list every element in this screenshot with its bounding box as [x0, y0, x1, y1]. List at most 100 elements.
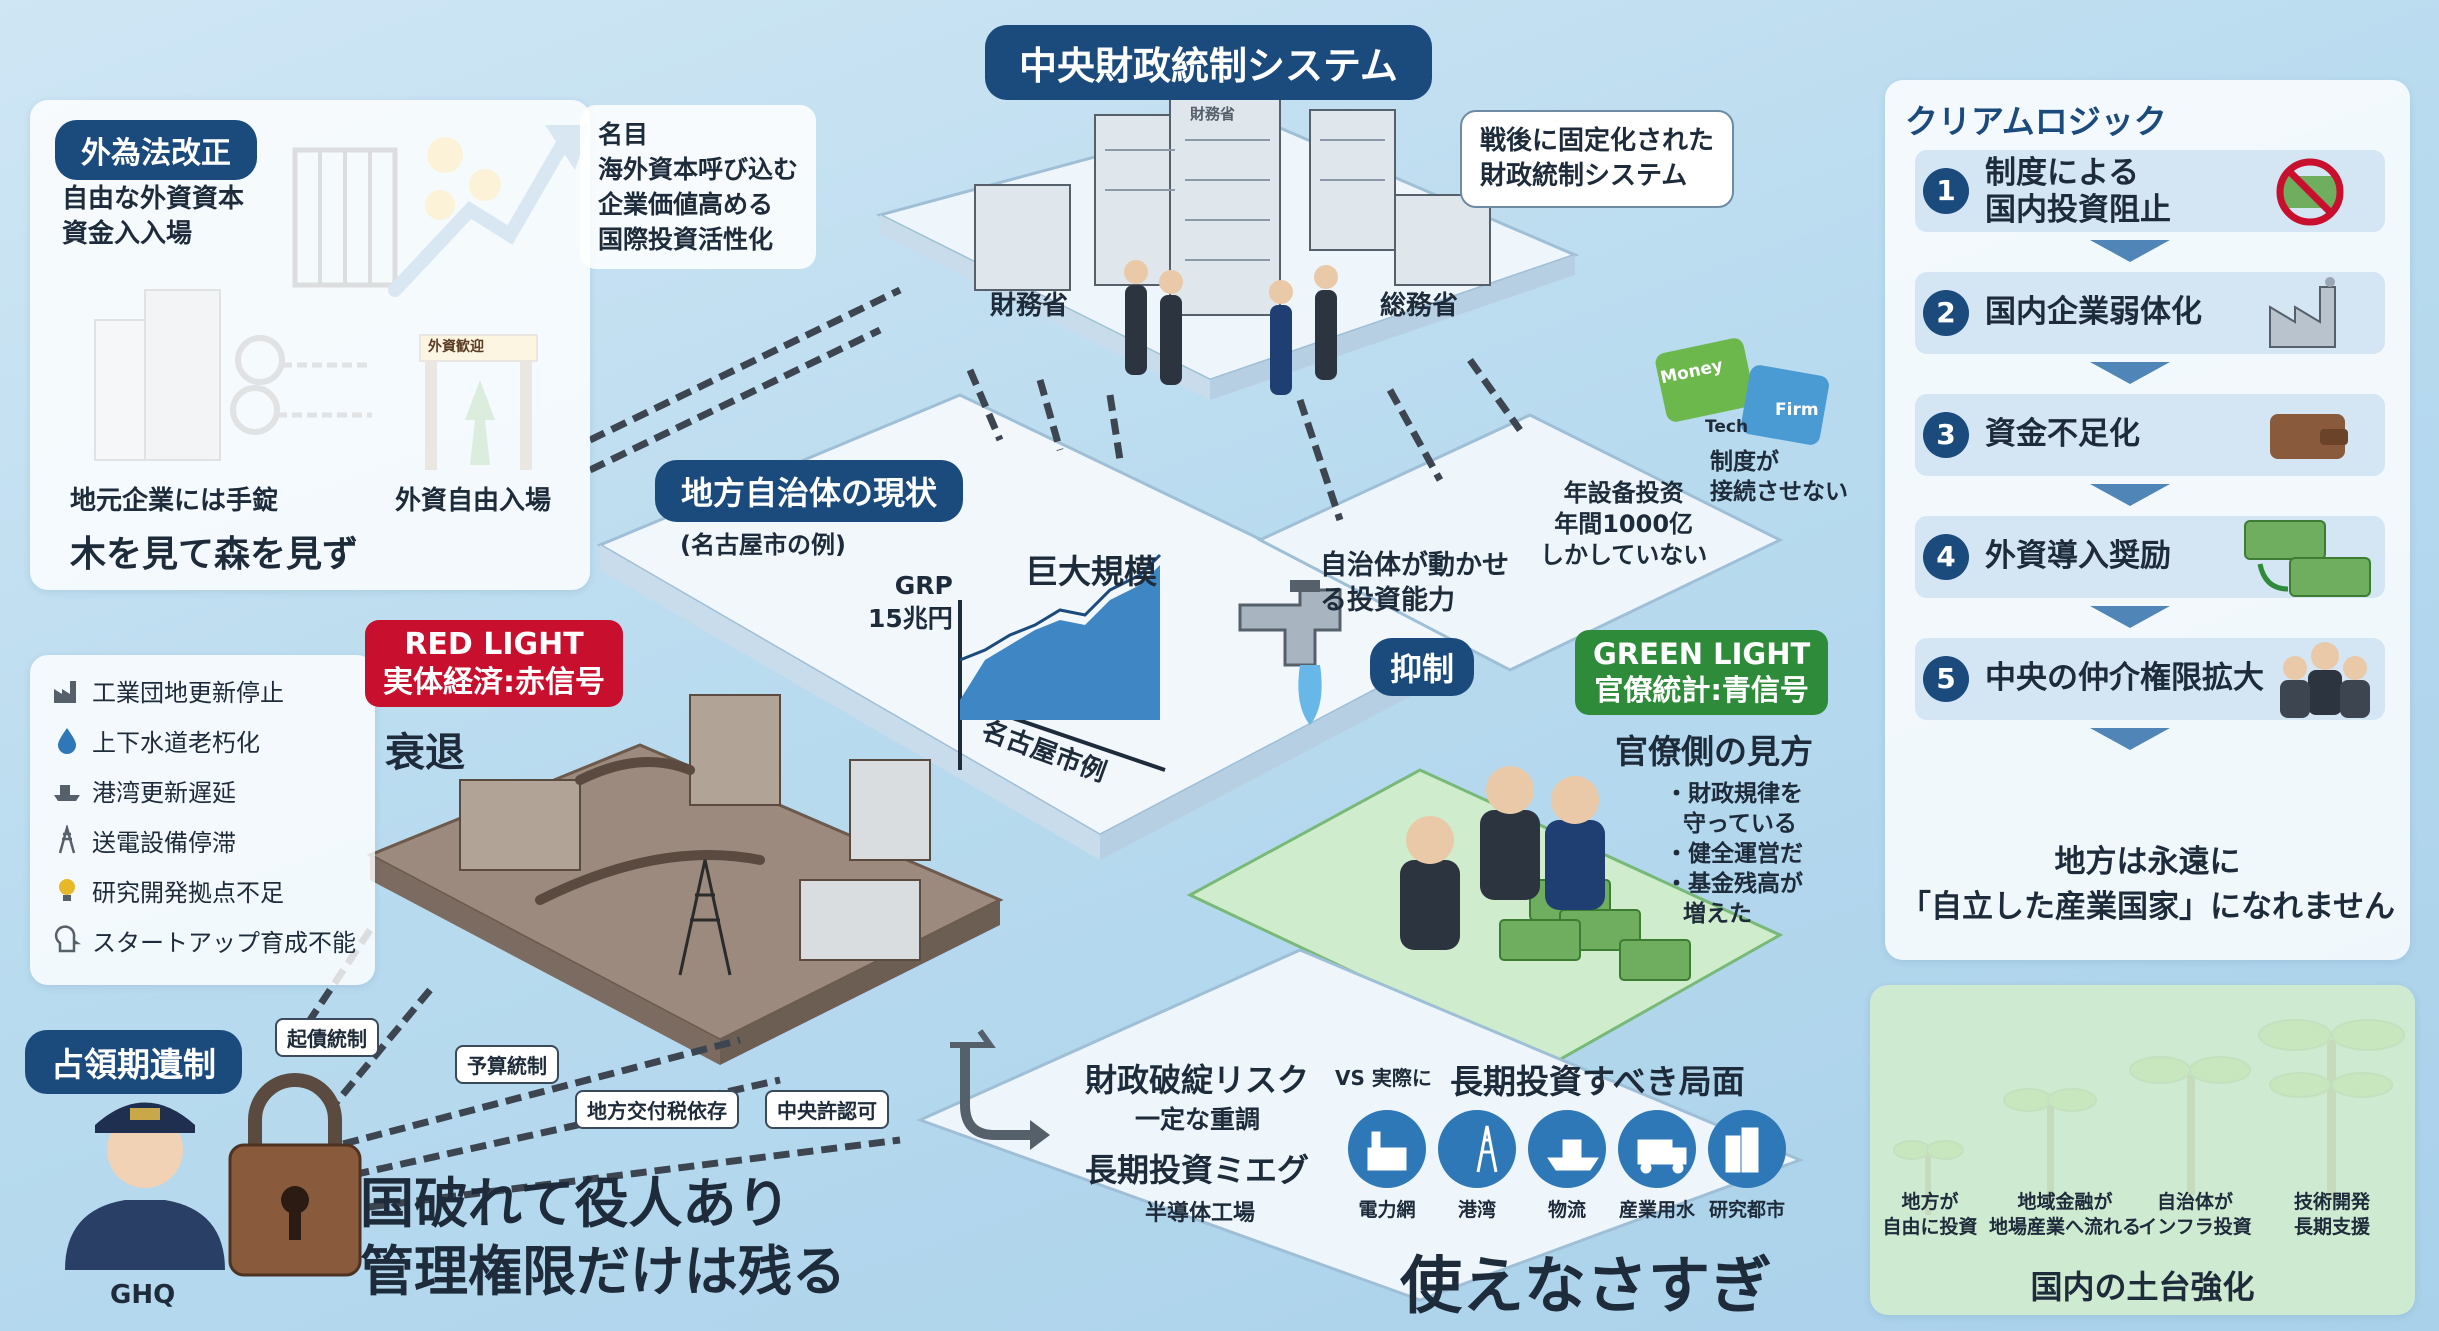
step-number: 5 [1923, 656, 1969, 702]
green-officials [1400, 766, 1605, 950]
point-line: 守っている [1683, 810, 1797, 837]
phase-label: 長期投資すべき局面 [1450, 1062, 1745, 1101]
gate-sign: 外資歓迎 [428, 339, 484, 355]
padlock-graphic [228, 1073, 362, 1277]
issue-item: 上下水道老朽化 [52, 720, 260, 760]
clear-logic-title: クリアムロジック [1905, 102, 2167, 141]
puzzle-graphic [1655, 338, 1829, 445]
bureaucrat-points: ・財政規律を 守っている ・健全運営だ ・基金残高が 増えた [1665, 780, 1803, 929]
issues-panel [30, 655, 375, 985]
step-line: 外資導入奨励 [1985, 538, 2171, 574]
grp-line: 15兆円 [868, 603, 953, 633]
point-line: ・基金残高が [1665, 870, 1803, 897]
forex-tag: 外為法改正 [55, 120, 257, 180]
scale-label: 巨大規模 [1025, 552, 1157, 591]
factory-icon [2269, 277, 2336, 348]
vs-label: VS 実際に [1335, 1066, 1432, 1090]
ghq-officer [65, 1102, 225, 1270]
forex-panel [30, 100, 590, 590]
semi-label: 半導体工場 [1145, 1201, 1256, 1226]
plant-line: 地方が [1901, 1191, 1959, 1213]
central-bubble: 戦後に固定化された 財政統制システム [1460, 110, 1735, 209]
conclusion-line: 「自立した産業国家」になれません [1899, 888, 2396, 925]
issue-text: 上下水道老朽化 [92, 728, 260, 757]
local-gov-tag: 地方自治体の現状 [655, 460, 964, 522]
step-line: 制度による [1985, 155, 2140, 191]
point-line: 増えた [1683, 900, 1752, 927]
plant-label: 自治体が インフラ投資 [2125, 1190, 2265, 1239]
issue-item: スタートアップ育成不能 [52, 920, 356, 960]
red-light-title: RED LIGHT [404, 627, 584, 662]
bureaucrat-view-title: 官僚側の見方 [1615, 732, 1813, 771]
step-number: 4 [1923, 534, 1969, 580]
plant-label: 地方が 自由に投資 [1860, 1190, 2000, 1239]
capacity-line: 自治体が動かせ [1320, 550, 1509, 581]
step-number: 1 [1923, 168, 1969, 214]
ministry-left-label: 財務省 [990, 291, 1069, 321]
conclusion-line: 地方は永遠に [2054, 844, 2241, 880]
chain-label: 予算統制 [455, 1045, 559, 1084]
issue-text: 工業団地更新停止 [92, 678, 284, 707]
forex-desc-line: 資金入入場 [62, 219, 193, 250]
risk-label: 財政破綻リスク [1085, 1061, 1310, 1099]
step-text: 資金不足化 [1985, 416, 2140, 453]
issue-text: 送電設備停滞 [92, 828, 236, 857]
chain-label: 起債統制 [275, 1018, 379, 1057]
issue-item: 工業団地更新停止 [52, 670, 284, 710]
logic-arrow [2090, 728, 2170, 750]
red-light-box: RED LIGHT 実体経済:赤信号 [365, 620, 623, 707]
issue-item: 港湾更新遅延 [52, 770, 236, 810]
point-line: ・健全運営だ [1665, 840, 1803, 867]
logic-arrow [2090, 362, 2170, 384]
missing-label: 長期投資ミエグ [1085, 1151, 1310, 1189]
capacity-line: る投資能力 [1320, 585, 1455, 617]
foundation-panel [1870, 985, 2415, 1315]
brain-icon [54, 925, 82, 953]
foundation-title: 国内の土台強化 [2030, 1268, 2255, 1306]
plant-line: 地域金融が [2017, 1191, 2113, 1213]
power-tower-icon [58, 825, 76, 854]
point-line: ・財政規律を [1665, 781, 1803, 807]
logic-conclusion: 地方は永遠に 「自立した産業国家」になれません [1895, 840, 2400, 930]
forex-purpose-line: 名目 [598, 120, 649, 149]
system-note: 制度が 接続させない [1710, 448, 1848, 508]
system-note-line: 制度が [1710, 449, 1779, 475]
forex-desc-line: 自由な外資資本 [62, 184, 245, 214]
grp-label: GRP 15兆円 [868, 570, 953, 635]
suppress-tag: 抑制 [1370, 638, 1475, 696]
infra-label: 電力網 [1358, 1199, 1416, 1221]
slogan-line: 管理権限だけは残る [360, 1239, 846, 1303]
logic-arrow [2090, 484, 2170, 506]
logic-step-1: 1 制度による 国内投資阻止 [1915, 150, 2385, 232]
investment-line: しかしていない [1540, 541, 1708, 570]
investment-line: 年間1000亿 [1554, 510, 1694, 539]
step-text: 中央の仲介権限拡大 [1985, 660, 2264, 697]
logic-arrow [2090, 606, 2170, 628]
plant-line: インフラ投資 [2138, 1215, 2252, 1238]
risk-slogan: 使えなさすぎ [1400, 1249, 1773, 1322]
occupation-tag: 占領期遺制 [25, 1030, 242, 1094]
foreign-free-label: 外資自由入場 [395, 486, 552, 516]
occupation-slogan: 国破れて役人あり 管理権限だけは残る [360, 1170, 846, 1305]
step-number: 2 [1923, 290, 1969, 336]
step-line: 中央の仲介権限拡大 [1985, 660, 2264, 696]
lightbulb-icon [59, 879, 75, 901]
step-line: 資金不足化 [1985, 416, 2140, 452]
port-icon [54, 785, 80, 801]
plant-label: 技術開発 長期支援 [2262, 1190, 2402, 1239]
chain-label: 中央許認可 [765, 1090, 889, 1129]
issue-text: 研究開発拠点不足 [92, 878, 284, 907]
step-text: 制度による 国内投資阻止 [1985, 155, 2171, 229]
green-light-sub: 官僚統計:青信号 [1594, 673, 1809, 708]
grp-chart [958, 553, 1166, 772]
red-light-sub: 実体経済:赤信号 [383, 664, 605, 700]
infra-label: 産業用水 [1618, 1199, 1695, 1221]
plant-line: 自治体が [2156, 1191, 2233, 1213]
step-line: 国内企業弱体化 [1985, 294, 2202, 330]
factory-icon [54, 681, 76, 703]
plant-line: 自由に投資 [1882, 1215, 1978, 1238]
infra-glyphs [1367, 1125, 1759, 1174]
ghq-label: GHQ [110, 1280, 176, 1310]
chain-label: 地方交付税依存 [575, 1090, 739, 1129]
